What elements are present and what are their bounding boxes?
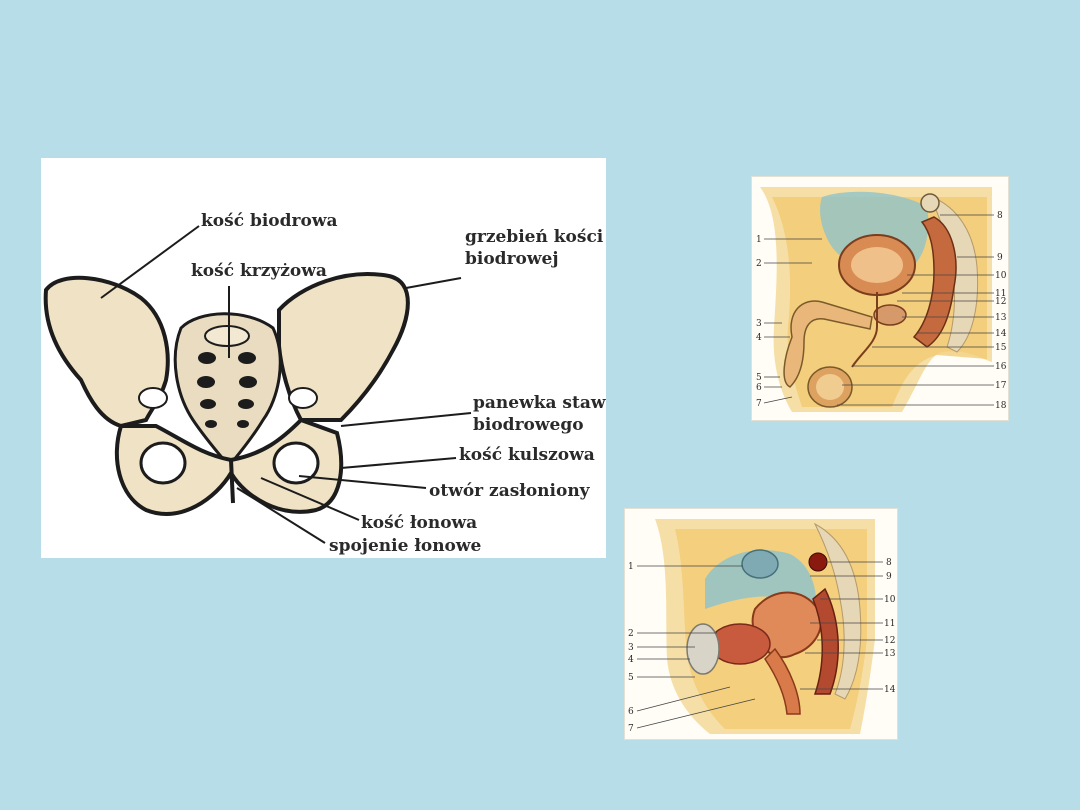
male-num-right-0: 8 [997,211,1003,221]
female-num-left-2: 3 [628,643,634,653]
female-num-left-3: 4 [628,655,634,665]
female-num-right-2: 10 [884,595,896,605]
male-num-right-1: 9 [997,253,1003,263]
female-num-right-4: 12 [884,636,895,646]
label-panewka-line2: biodrowego [473,415,584,435]
male-pelvis-diagram: 1 2 3 4 5 6 7 8 9 10 11 12 13 14 15 16 1… [751,176,1009,421]
label-grzebien-line2: biodrowej [465,249,558,269]
female-pelvis-illustration: 1 2 3 4 5 6 7 8 9 10 11 12 13 14 [628,519,896,734]
male-num-right-3: 11 [995,289,1006,299]
female-num-right-1: 9 [886,572,892,582]
male-num-right-2: 10 [995,271,1007,281]
male-num-right-10: 18 [995,401,1007,411]
male-num-right-8: 16 [995,362,1007,372]
male-num-left-6: 7 [756,399,762,409]
left-obturator-foramen [139,441,187,485]
female-num-right-6: 14 [884,685,896,695]
label-kosc-biodrowa: kość biodrowa [201,211,337,231]
pelvis-diagram: kość biodrowa kość krzyżowa grzebień koś… [41,158,606,558]
sacral-foramina [197,352,257,428]
male-pelvis-illustration: 1 2 3 4 5 6 7 8 9 10 11 12 13 14 15 16 1… [756,187,1007,412]
male-num-right-6: 14 [995,329,1007,339]
male-num-left-0: 1 [756,235,762,245]
female-num-right-5: 13 [884,649,896,659]
male-num-left-3: 4 [756,333,762,343]
pelvis-illustration: kość biodrowa kość krzyżowa grzebień koś… [43,211,606,556]
female-num-left-0: 1 [628,562,634,572]
female-num-left-6: 7 [628,724,634,734]
label-spojenie-lonowe: spojenie łonowe [329,536,482,556]
label-kosc-kulszowa: kość kulszowa [459,445,595,465]
right-obturator-foramen [272,441,320,485]
label-panewka-line1: panewka stawu [473,393,606,413]
male-num-left-2: 3 [756,319,762,329]
female-num-right-0: 8 [886,558,892,568]
sacrum [173,312,282,469]
male-num-right-4: 12 [995,297,1006,307]
male-num-left-1: 2 [756,259,762,269]
male-num-left-4: 5 [756,373,762,383]
label-otwor-zaslonioony: otwór zasłoniony [429,481,591,501]
label-kosc-krzyzowa: kość krzyżowa [191,261,327,281]
female-num-left-1: 2 [628,629,634,639]
female-num-left-4: 5 [628,673,634,683]
male-num-right-7: 15 [995,343,1007,353]
label-kosc-lonowa: kość łonowa [361,513,477,533]
female-pelvis-diagram: 1 2 3 4 5 6 7 8 9 10 11 12 13 14 [624,508,898,740]
label-grzebien-line1: grzebień kości [465,227,604,247]
male-num-right-9: 17 [995,381,1007,391]
female-num-right-3: 11 [884,619,895,629]
female-num-left-5: 6 [628,707,634,717]
male-num-left-5: 6 [756,383,762,393]
male-num-right-5: 13 [995,313,1007,323]
